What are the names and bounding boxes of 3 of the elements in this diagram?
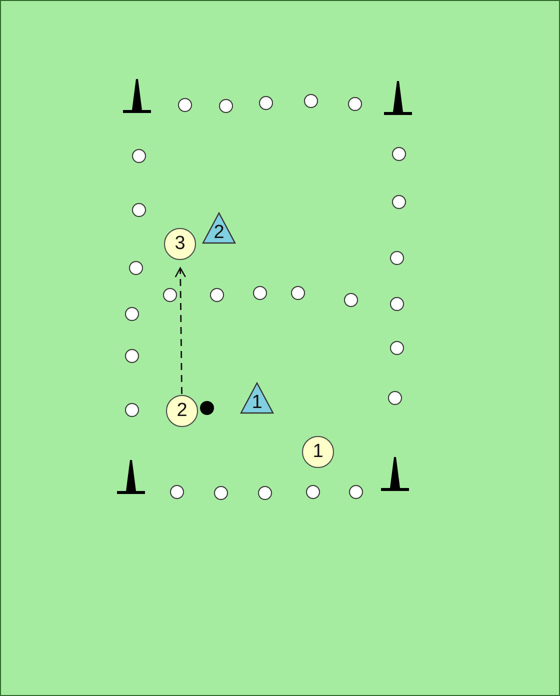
arrow bbox=[174, 267, 186, 394]
defender-marker: 2 bbox=[202, 212, 236, 244]
defender-marker: 1 bbox=[240, 382, 274, 414]
